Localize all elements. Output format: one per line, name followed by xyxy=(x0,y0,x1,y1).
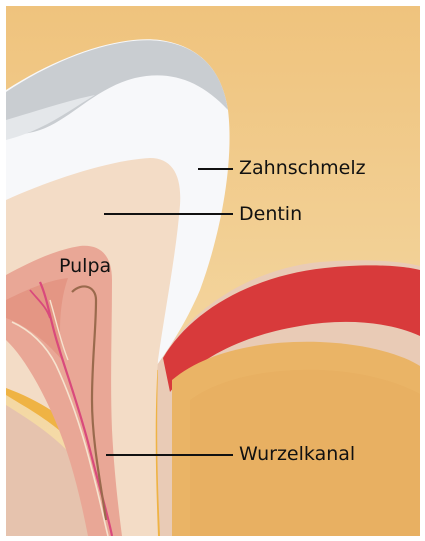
label-wurzelkanal: Wurzelkanal xyxy=(239,445,355,464)
label-dentin: Dentin xyxy=(239,205,302,224)
label-pulpa: Pulpa xyxy=(59,257,111,276)
label-zahnschmelz: Zahnschmelz xyxy=(239,159,366,178)
